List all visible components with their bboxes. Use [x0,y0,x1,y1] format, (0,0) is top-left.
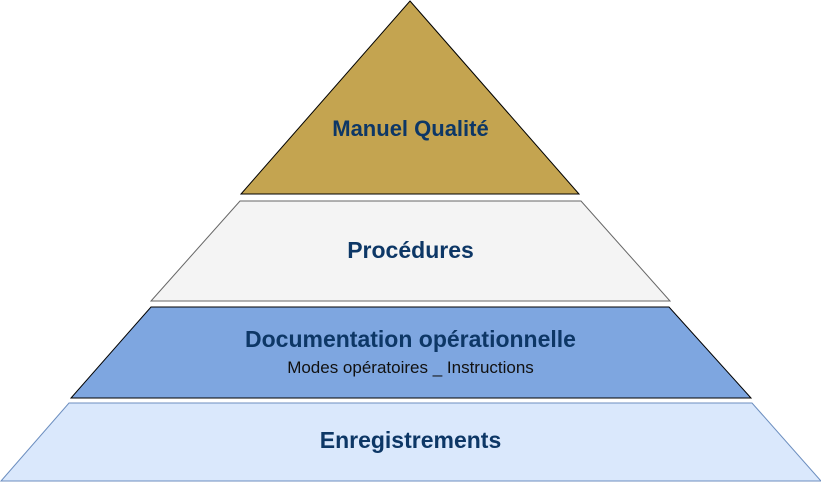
level-manuel-qualite-label: Manuel Qualité [332,116,489,141]
level-documentation-subtitle: Modes opératoires _ Instructions [287,358,534,377]
level-procedures-shape[interactable] [149,200,672,302]
level-enregistrements-label: Enregistrements [319,427,502,453]
level-procedures-label: Procédures [347,237,474,263]
level-documentation-label: Documentation opérationnelle [245,326,576,352]
level-manuel-qualite-shape[interactable] [239,0,581,195]
level-documentation-shape[interactable] [69,306,753,399]
level-enregistrements-shape[interactable] [0,402,821,482]
